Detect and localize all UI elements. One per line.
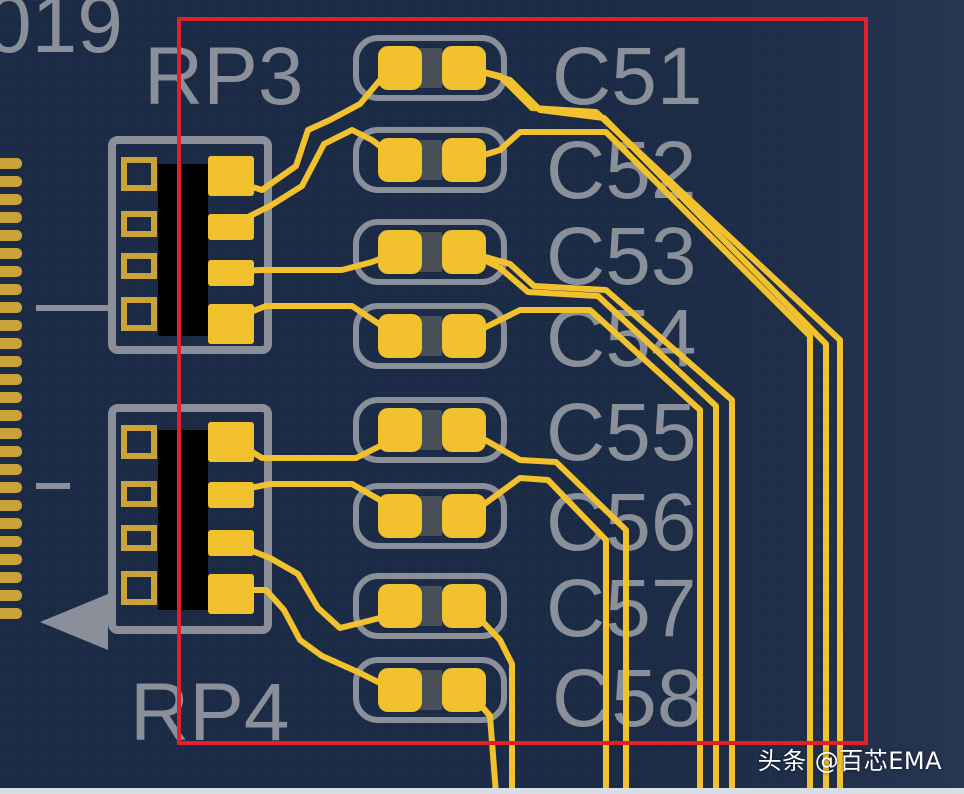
silk-label-cap: C57 xyxy=(546,563,696,654)
capacitor-pad xyxy=(442,668,486,712)
capacitor-outline xyxy=(353,219,507,285)
capacitor-pads xyxy=(378,46,486,712)
capacitor-outline xyxy=(353,303,507,369)
capacitor-pad xyxy=(442,494,486,538)
silk-marks xyxy=(36,305,110,650)
capacitor-outline xyxy=(353,573,507,639)
capacitor-pad xyxy=(378,408,422,452)
edge-pins xyxy=(0,158,22,619)
capacitor-pad xyxy=(378,494,422,538)
pin1-arrow-icon xyxy=(40,594,108,650)
resistor-pack-rp3 xyxy=(108,136,272,354)
watermark: 头条 @百芯EMA xyxy=(757,747,942,775)
capacitor-pad xyxy=(378,314,422,358)
resistor-pads xyxy=(208,156,254,614)
capacitor-outline xyxy=(353,35,507,101)
capacitor-pad xyxy=(378,46,422,90)
silk-label-cap: C55 xyxy=(546,387,696,478)
capacitor-pad xyxy=(442,46,486,90)
capacitor-pad xyxy=(442,138,486,182)
capacitor-outlines xyxy=(353,35,507,723)
capacitor-pad xyxy=(442,584,486,628)
highlight-box xyxy=(177,17,868,745)
capacitor-pad xyxy=(378,138,422,182)
capacitor-pad xyxy=(442,314,486,358)
capacitor-outline xyxy=(353,483,507,549)
silk-label-rp3: RP3 xyxy=(144,31,304,122)
capacitor-outline xyxy=(353,397,507,463)
silk-label-partial: 019 xyxy=(0,0,123,70)
bottom-strip xyxy=(0,788,964,794)
capacitor-pad xyxy=(378,584,422,628)
silk-label-cap: C51 xyxy=(552,31,702,122)
capacitor-pad xyxy=(442,230,486,274)
capacitor-pad xyxy=(378,230,422,274)
capacitor-outline xyxy=(353,127,507,193)
capacitor-pad xyxy=(442,408,486,452)
resistor-pack-rp4 xyxy=(108,404,272,634)
capacitor-pad xyxy=(378,668,422,712)
capacitor-outline xyxy=(353,657,507,723)
